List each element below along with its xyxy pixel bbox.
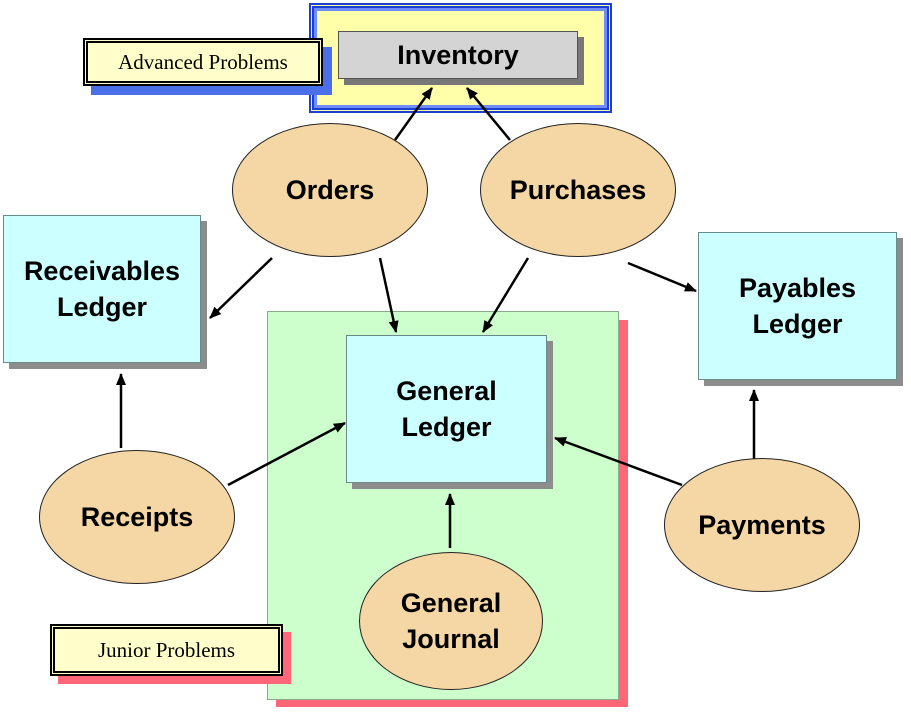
advanced-problems-label: Advanced Problems	[118, 49, 288, 74]
purchases-label: Purchases	[509, 174, 647, 205]
junior-problems-label: Junior Problems	[97, 637, 236, 662]
general-journal-label-line2: Journal	[402, 624, 500, 654]
general-ledger-label-line1: General	[396, 375, 497, 406]
arrow-purchases-general-ledger	[481, 257, 530, 333]
receivables-ledger-box: Receivables Ledger	[3, 215, 201, 363]
payments-oval: Payments	[664, 458, 860, 592]
payments-label: Payments	[698, 509, 826, 540]
arrow-purchases-inventory	[466, 87, 511, 141]
advanced-problems-tag: Advanced Problems	[83, 38, 323, 86]
receivables-ledger-label-line2: Ledger	[56, 292, 147, 322]
receipts-oval: Receipts	[39, 450, 235, 584]
arrow-payments-general-ledger	[554, 436, 683, 487]
receivables-ledger-label-line1: Receivables	[23, 255, 181, 286]
inventory-label: Inventory	[397, 39, 519, 70]
general-ledger-label-line2: Ledger	[401, 412, 492, 442]
junior-problems-tag: Junior Problems	[50, 624, 283, 676]
receipts-label: Receipts	[80, 501, 194, 532]
general-journal-oval: General Journal	[359, 552, 543, 690]
arrow-purchases-payables	[627, 261, 697, 293]
arrow-orders-general-ledger	[378, 257, 399, 333]
general-journal-label-line1: General	[400, 587, 502, 618]
payables-ledger-label-line2: Ledger	[752, 309, 843, 339]
arrow-orders-inventory	[393, 87, 434, 141]
payables-ledger-box: Payables Ledger	[698, 232, 897, 380]
inventory-box: Inventory	[338, 31, 578, 79]
arrow-receipts-general-ledger	[227, 421, 346, 487]
payables-ledger-label-line1: Payables	[738, 272, 857, 303]
arrow-orders-receivables	[209, 257, 273, 319]
purchases-oval: Purchases	[480, 123, 676, 257]
orders-label: Orders	[285, 174, 375, 205]
orders-oval: Orders	[232, 123, 428, 257]
general-ledger-box: General Ledger	[346, 335, 547, 483]
